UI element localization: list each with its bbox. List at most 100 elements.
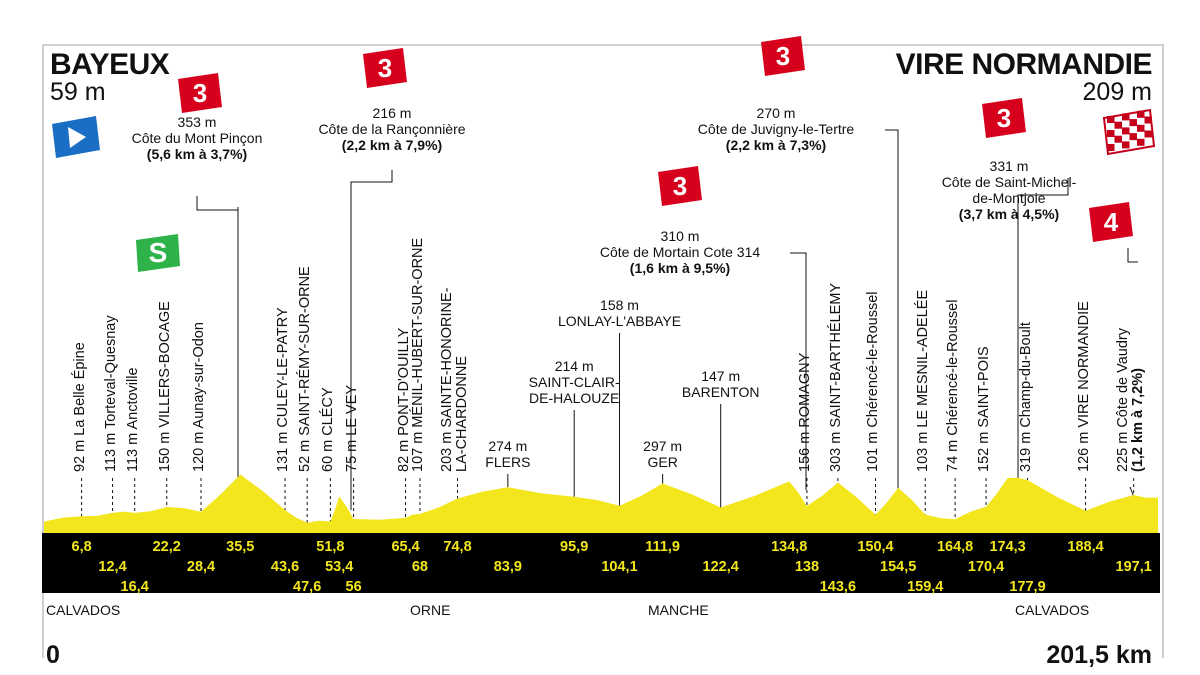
climb-name: de-Montjoie xyxy=(972,190,1046,207)
waypoint-text: 113 m Torteval-Quesnay xyxy=(102,315,119,472)
svg-text:3: 3 xyxy=(997,103,1011,133)
finish-city: VIRE NORMANDIE xyxy=(895,48,1153,81)
profile-frame xyxy=(42,44,1164,658)
climb-category-badge: 3 xyxy=(363,48,407,88)
finish-flag-icon xyxy=(1102,108,1156,156)
km-marker: 16,4 xyxy=(120,579,149,595)
waypoint-label: 60 m CLÉCY xyxy=(320,387,337,472)
climb-category-badge: 3 xyxy=(982,98,1026,138)
finish-altitude: 209 m xyxy=(1082,78,1152,106)
waypoint-text: 156 m ROMAGNY xyxy=(796,352,813,472)
waypoint-label: 319 m Champ-du-Boult xyxy=(1017,322,1034,472)
climb-category-badge: 4 xyxy=(1089,202,1133,242)
climb-name: Côte de Mortain Cote 314 xyxy=(599,244,761,261)
climb-detail: (1,6 km à 9,5%) xyxy=(629,260,731,277)
elevation-profile xyxy=(44,474,1158,533)
waypoint-label: 92 m La Belle Épine xyxy=(71,342,88,472)
region-label: MANCHE xyxy=(648,602,709,618)
km-marker: 6,8 xyxy=(71,539,92,555)
km-marker: 164,8 xyxy=(936,539,974,555)
km-marker: 188,4 xyxy=(1067,539,1104,555)
waypoint-text: 60 m CLÉCY xyxy=(320,387,337,472)
waypoint-label: 131 m CULEY-LE-PATRY xyxy=(275,307,292,472)
waypoint-label: 120 m Aunay-sur-Odon xyxy=(191,322,207,472)
climb-name: Côte de Juvigny-le-Tertre xyxy=(697,121,855,138)
km-marker: 138 xyxy=(794,559,820,575)
climb-altitude: 270 m xyxy=(756,105,796,121)
waypoint-text: 74 m Chérencé-le-Roussel xyxy=(945,299,962,472)
km-marker: 143,6 xyxy=(819,579,857,595)
waypoint-label: 203 m SAINTE-HONORINE-LA-CHARDONNE xyxy=(439,288,470,473)
svg-text:3: 3 xyxy=(378,53,392,83)
climb-tick xyxy=(790,252,807,490)
town-altitude: 297 m xyxy=(643,438,683,454)
waypoint-text: 113 m Anctoville xyxy=(124,367,141,472)
km-marker: 53,4 xyxy=(325,559,354,575)
region-label: CALVADOS xyxy=(1015,602,1090,618)
region-label: ORNE xyxy=(410,602,451,618)
km-band xyxy=(42,533,1160,593)
town-name: DE-HALOUZE xyxy=(529,390,620,407)
climb-detail: (2,2 km à 7,9%) xyxy=(341,137,443,154)
waypoint-text: 103 m LE MESNIL-ADELÉE xyxy=(915,289,932,472)
svg-text:3: 3 xyxy=(673,171,687,201)
waypoint-text: 52 m SAINT-RÉMY-SUR-ORNE xyxy=(297,266,314,472)
waypoint-label: 75 m LE VEY xyxy=(343,384,360,472)
km-marker: 197,1 xyxy=(1115,559,1152,575)
waypoint-label: 225 m Côte de Vaudry(1,2 km à 7,2%) xyxy=(1114,327,1146,472)
climb-detail: (2,2 km à 7,3%) xyxy=(725,137,827,154)
waypoint-text: 225 m Côte de Vaudry xyxy=(1114,327,1131,472)
waypoint-text: 75 m LE VEY xyxy=(343,384,360,472)
svg-text:3: 3 xyxy=(193,78,207,108)
waypoint-label: 150 m VILLERS-BOCAGE xyxy=(156,301,173,472)
town-name: SAINT-CLAIR- xyxy=(528,374,620,391)
waypoint-text: (1,2 km à 7,2%) xyxy=(1129,368,1146,472)
waypoint-text: 120 m Aunay-sur-Odon xyxy=(191,322,207,472)
waypoint-text: 319 m Champ-du-Boult xyxy=(1017,322,1034,472)
waypoint-text: 303 m SAINT-BARTHÉLEMY xyxy=(827,282,844,472)
waypoint-text: 150 m VILLERS-BOCAGE xyxy=(156,301,173,472)
svg-text:4: 4 xyxy=(1104,207,1119,237)
total-distance: 201,5 km xyxy=(1046,641,1152,669)
climb-tick xyxy=(1017,178,1069,488)
waypoint-label: 113 m Torteval-Quesnay xyxy=(102,315,119,472)
climb-name: Côte de Saint-Michel- xyxy=(941,174,1077,191)
svg-text:S: S xyxy=(149,237,168,268)
km-marker: 56 xyxy=(345,579,362,595)
waypoint-text: 131 m CULEY-LE-PATRY xyxy=(275,307,292,472)
km-marker: 95,9 xyxy=(560,539,589,555)
climb-category-badge: 3 xyxy=(178,73,222,113)
waypoint-label: 113 m Anctoville xyxy=(124,367,141,472)
town-name: GER xyxy=(647,454,678,471)
climb-detail: (3,7 km à 4,5%) xyxy=(958,206,1060,223)
km-marker: 150,4 xyxy=(857,539,894,555)
km-marker: 65,4 xyxy=(391,539,420,555)
start-flag-icon xyxy=(52,116,100,158)
km-marker: 177,9 xyxy=(1009,579,1046,595)
waypoint-text: 92 m La Belle Épine xyxy=(71,342,88,472)
waypoint-label: 101 m Chérencé-le-Roussel xyxy=(865,291,882,472)
town-altitude: 274 m xyxy=(488,438,528,454)
waypoint-label: 74 m Chérencé-le-Roussel xyxy=(945,299,962,472)
climb-name: Côte du Mont Pinçon xyxy=(131,130,263,147)
town-altitude: 147 m xyxy=(701,368,741,384)
km-marker: 159,4 xyxy=(907,579,944,595)
waypoint-text: LA-CHARDONNE xyxy=(453,355,470,472)
km-marker: 83,9 xyxy=(493,559,522,575)
waypoint-label: 152 m SAINT-POIS xyxy=(976,346,992,472)
km-marker: 174,3 xyxy=(989,539,1026,555)
climb-tick xyxy=(350,170,393,510)
waypoint-text: 101 m Chérencé-le-Roussel xyxy=(865,291,882,472)
km-marker: 28,4 xyxy=(186,559,216,575)
km-marker: 68 xyxy=(411,559,429,575)
town-name: FLERS xyxy=(485,454,531,471)
km-marker: 134,8 xyxy=(771,539,808,555)
km-marker: 74,8 xyxy=(443,539,472,555)
